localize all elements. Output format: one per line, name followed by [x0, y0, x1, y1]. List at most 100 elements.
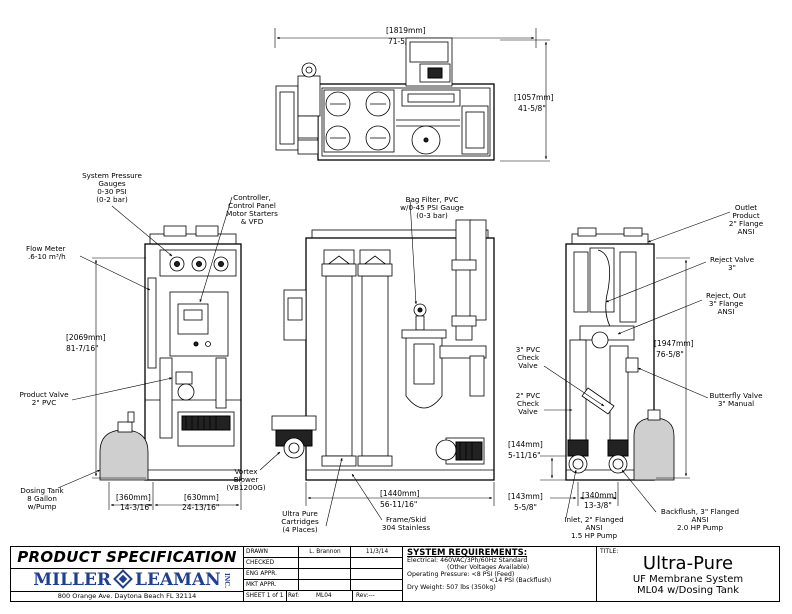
- right-dim-e-in: 13-3/8": [584, 501, 612, 510]
- company-name-a: MILLER: [33, 570, 112, 590]
- gauges-label-4: (0-2 bar): [96, 195, 128, 204]
- company-inc: INC.: [223, 573, 230, 589]
- top-depth-in: 41-5/8": [518, 104, 546, 113]
- mkt-label: MKT APPR.: [246, 582, 277, 588]
- front-cartridges: [321, 249, 393, 467]
- req-electrical: Electrical: 460VAC/3Ph/60Hz Standard: [407, 557, 528, 564]
- frame-label-2: 304 Stainless: [382, 523, 431, 532]
- controller-label-4: & VFD: [241, 217, 264, 226]
- left-view: [2069mm] 81-7/16" [360mm] 14-3/16" [630m…: [19, 171, 278, 512]
- drawn-label: DRAWN: [246, 549, 268, 555]
- reject-out-label: Reject, Out: [706, 291, 746, 300]
- bag-filter-label-3: (0-3 bar): [416, 211, 448, 220]
- system-requirements: SYSTEM REQUIREMENTS: Electrical: 460VAC/…: [402, 547, 597, 601]
- front-view: [1440mm] 56-11/16" Bag Filter, PVC w/0-4…: [226, 195, 495, 534]
- check-2-label-2: Check: [517, 399, 540, 408]
- rev-label: Rev:---: [356, 593, 375, 599]
- sheet-row: SHEET 1 of 1 Ref: ML04 Rev:---: [244, 591, 402, 602]
- controller-label: Controller,: [233, 193, 271, 202]
- inlet-label-3: 1.5 HP Pump: [571, 531, 618, 540]
- engineering-drawing: [1819mm] 71-5/8" [1057mm] 41-5/8": [19, 26, 764, 540]
- check-3-label-2: Check: [517, 353, 540, 362]
- check-3-label-3: Valve: [518, 361, 538, 370]
- check-2-label-3: Valve: [518, 407, 538, 416]
- butterfly-label: Butterfly Valve: [710, 391, 764, 400]
- right-dim-c-mm: [144mm]: [508, 440, 543, 449]
- left-dim-b-mm: [630mm]: [184, 493, 219, 502]
- vortex-blower-label-2: Blower: [234, 475, 259, 484]
- reject-valve-label: Reject Valve: [710, 255, 755, 264]
- req-pressure-feed: Operating Pressure: <8 PSI (Feed): [407, 570, 515, 578]
- backflush-label: Backflush, 3" Flanged: [661, 507, 739, 516]
- left-dim-b-in: 24-13/16": [182, 503, 219, 512]
- product-valve-label: Product Valve: [19, 390, 69, 399]
- right-dim-e-mm: [340mm]: [582, 491, 617, 500]
- vortex-blower: [271, 289, 317, 459]
- approval-grid: DRAWN L. Brannon 11/3/14 CHECKED ENG APP…: [244, 547, 402, 601]
- cartridges-label-2: Cartridges: [281, 517, 319, 526]
- outlet-label-3: 2" Flange: [729, 219, 764, 228]
- gauges-label: System Pressure: [82, 171, 142, 180]
- reject-valve-label-2: 3": [728, 263, 736, 272]
- req-pressure-backflush: <14 PSI (Backflush): [489, 577, 552, 585]
- vortex-blower-label: Vortex: [234, 467, 258, 476]
- sheet-label: SHEET 1 of 1: [246, 593, 284, 599]
- check-3-label: 3" PVC: [516, 345, 540, 354]
- requirements-heading: SYSTEM REQUIREMENTS:: [407, 548, 528, 558]
- drawn-date: 11/3/14: [365, 549, 389, 555]
- gauges-label-2: Gauges: [98, 179, 126, 188]
- req-weight: Dry Weight: 507 lbs (350kg): [407, 584, 496, 592]
- title-label: TITLE:: [600, 548, 619, 555]
- front-width-in: 56-11/16": [380, 500, 417, 509]
- frame-label: Frame/Skid: [386, 515, 426, 524]
- butterfly-label-2: 3" Manual: [718, 399, 754, 408]
- title-sub-1: UF Membrane System: [632, 574, 744, 585]
- title-sub-2: ML04 w/Dosing Tank: [636, 585, 740, 596]
- right-dim-c-in: 5-11/16": [508, 451, 541, 460]
- diamond-logo-icon: [113, 569, 133, 589]
- outlet-label-2: Product: [732, 211, 759, 220]
- left-height-in: 81-7/16": [66, 344, 99, 353]
- bag-filter: [401, 303, 447, 409]
- dosing-tank-label-2: 8 Gallon: [27, 494, 57, 503]
- product-specification-heading: PRODUCT SPECIFICATION: [11, 547, 244, 569]
- right-dim-d-in: 5-5/8": [514, 503, 537, 512]
- reject-out-label-3: ANSI: [718, 307, 735, 316]
- title-box: TITLE: Ultra-Pure UF Membrane System ML0…: [597, 547, 779, 601]
- inlet-label: Inlet, 2" Flanged: [564, 515, 623, 524]
- front-width-mm: [1440mm]: [380, 489, 420, 498]
- eng-label: ENG APPR.: [246, 571, 277, 577]
- bag-filter-label: Bag Filter, PVC: [406, 195, 459, 204]
- dosing-tank-label: Dosing Tank: [20, 486, 64, 495]
- right-dim-d-mm: [143mm]: [508, 492, 543, 501]
- drawn-row: DRAWN L. Brannon 11/3/14: [244, 547, 402, 558]
- backflush-label-2: ANSI: [692, 515, 709, 524]
- left-height-mm: [2069mm]: [66, 333, 106, 342]
- top-width-in: 71-5/8": [388, 37, 416, 46]
- dosing-tank-label-3: w/Pump: [28, 502, 57, 511]
- top-view: [1819mm] 71-5/8" [1057mm] 41-5/8": [274, 26, 554, 162]
- outlet-label-4: ANSI: [738, 227, 755, 236]
- cartridges-label: Ultra Pure: [282, 509, 318, 518]
- outlet-label: Outlet: [735, 203, 757, 212]
- vortex-blower-label-3: (VB1200G): [226, 483, 266, 492]
- req-voltages: (Other Voltages Available): [447, 563, 530, 571]
- controller-label-2: Control Panel: [228, 201, 276, 210]
- company-name-b: LEAMAN: [135, 570, 221, 590]
- top-depth-mm: [1057mm]: [514, 93, 554, 102]
- ref-label: Ref:: [288, 593, 300, 599]
- controller-label-3: Motor Starters: [226, 209, 278, 218]
- cartridges-label-3: (4 Places): [282, 525, 318, 534]
- mkt-row: MKT APPR.: [244, 580, 402, 591]
- eng-row: ENG APPR.: [244, 569, 402, 580]
- top-membranes: [323, 89, 395, 153]
- left-dim-a-in: 14-3/16": [120, 503, 153, 512]
- flow-meter-label-2: .6-10 m³/h: [28, 252, 66, 261]
- title-main: Ultra-Pure: [642, 553, 734, 574]
- reject-out-label-2: 3" Flange: [709, 299, 744, 308]
- right-view: [1947mm] 76-5/8" [144mm] 5-11/16" [143mm…: [508, 203, 764, 540]
- right-height-in: 76-5/8": [656, 350, 684, 359]
- drawn-by: L. Brannon: [309, 549, 341, 555]
- checked-label: CHECKED: [246, 560, 275, 566]
- inlet-label-2: ANSI: [586, 523, 603, 532]
